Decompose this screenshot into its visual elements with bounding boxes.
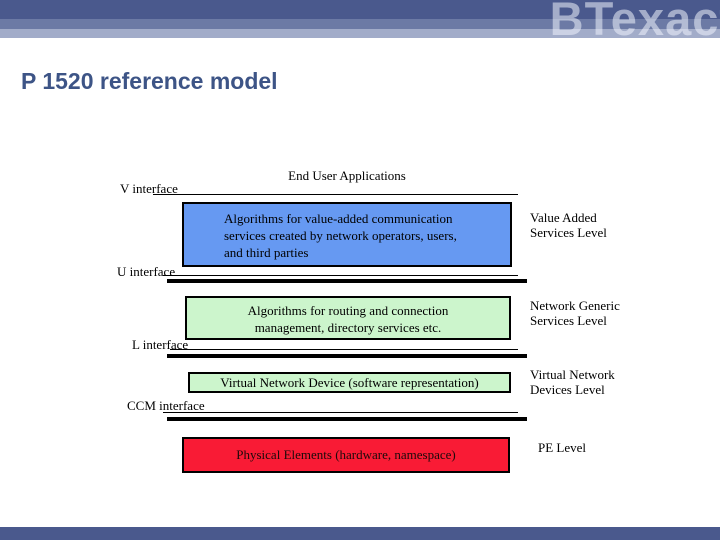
u-interface-label: U interface [117,264,176,279]
network-generic-box-line1: Algorithms for routing and connection [247,303,449,318]
header-band-dark [0,0,720,19]
u-interface-bar [167,279,527,283]
header-band-mid [0,19,720,29]
end-user-applications-label: End User Applications [288,168,406,183]
value-added-box-line2: services created by network operators, u… [224,228,457,243]
pe-level-label: PE Level [538,440,587,455]
v-interface-line [153,194,518,195]
btexact-logo: BTexact [549,0,720,38]
virtual-devices-level-label: Virtual Network Devices Level [530,367,615,397]
value-added-level-line2: Services Level [530,225,607,240]
l-interface-line [170,349,518,350]
physical-elements-box: Physical Elements (hardware, namespace) [182,437,510,473]
footer-bar [0,527,720,540]
page-title: P 1520 reference model [21,68,278,94]
virtual-devices-level-line1: Virtual Network [530,367,615,382]
virtual-devices-level-line2: Devices Level [530,382,605,397]
ccm-interface-label: CCM interface [127,398,205,413]
network-generic-level-line2: Services Level [530,313,607,328]
value-added-box-line3: and third parties [224,245,309,260]
network-generic-box-line2: management, directory services etc. [254,320,442,335]
value-added-box-line1: Algorithms for value-added communication [224,211,453,226]
network-generic-level-line1: Network Generic [530,298,620,313]
l-interface-label: L interface [132,337,189,352]
ccm-interface-bar [167,417,527,421]
physical-box-text: Physical Elements (hardware, namespace) [236,447,456,462]
header: BTexact [0,0,720,38]
virtual-device-box-text: Virtual Network Device (software represe… [220,375,479,390]
header-band-light [0,29,720,38]
l-interface-bar [167,354,527,358]
value-added-services-box: Algorithms for value-added communication… [182,202,512,267]
u-interface-line [163,275,518,276]
network-generic-level-label: Network Generic Services Level [530,298,620,328]
network-generic-services-box: Algorithms for routing and connection ma… [185,296,511,340]
value-added-level-label: Value Added Services Level [530,210,607,240]
value-added-level-line1: Value Added [530,210,597,225]
ccm-interface-line [163,412,518,413]
virtual-network-device-box: Virtual Network Device (software represe… [188,372,511,393]
v-interface-label: V interface [120,181,178,196]
